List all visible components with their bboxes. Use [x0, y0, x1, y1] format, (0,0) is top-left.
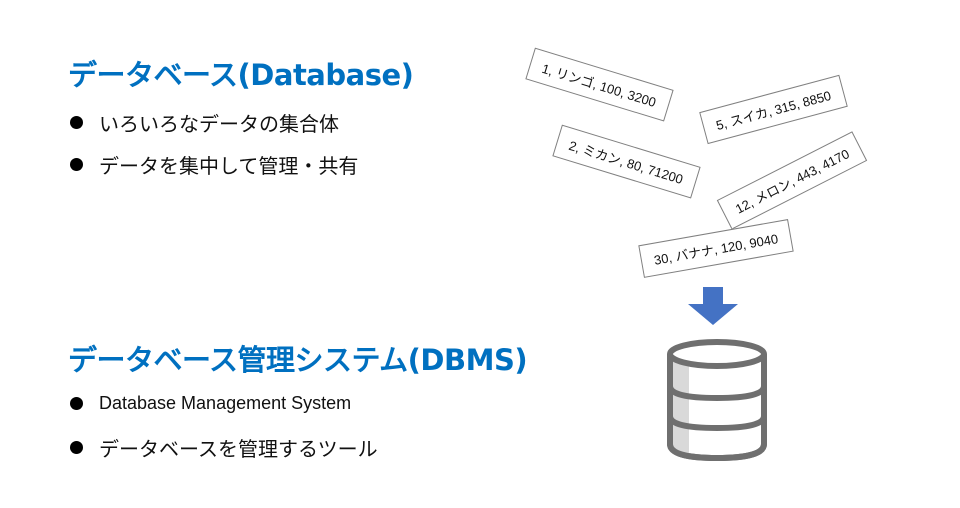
data-record: 12, メロン, 443, 4170: [716, 131, 867, 230]
bullet-item: データベースを管理するツール: [70, 433, 378, 462]
bullet-item: いろいろなデータの集合体: [70, 108, 339, 137]
bullet-text: データを集中して管理・共有: [99, 154, 359, 178]
down-arrow-icon: [688, 287, 738, 325]
data-record: 1, リンゴ, 100, 3200: [525, 47, 674, 122]
data-record: 5, スイカ, 315, 8850: [699, 74, 848, 145]
bullet-item: データを集中して管理・共有: [70, 150, 358, 179]
bullet-text: データベースを管理するツール: [99, 437, 378, 461]
database-heading: データベース(Database): [68, 58, 414, 92]
database-icon: [667, 339, 767, 462]
bullet-icon: [70, 441, 83, 454]
bullet-icon: [70, 116, 83, 129]
bullet-text: Database Management System: [99, 393, 352, 413]
bullet-icon: [70, 397, 83, 410]
dbms-heading: データベース管理システム(DBMS): [68, 343, 528, 377]
bullet-icon: [70, 158, 83, 171]
bullet-text: いろいろなデータの集合体: [99, 112, 339, 136]
bullet-item: Database Management System: [70, 393, 351, 414]
data-record: 30, バナナ, 120, 9040: [638, 219, 794, 278]
data-record: 2, ミカン, 80, 71200: [552, 124, 701, 199]
